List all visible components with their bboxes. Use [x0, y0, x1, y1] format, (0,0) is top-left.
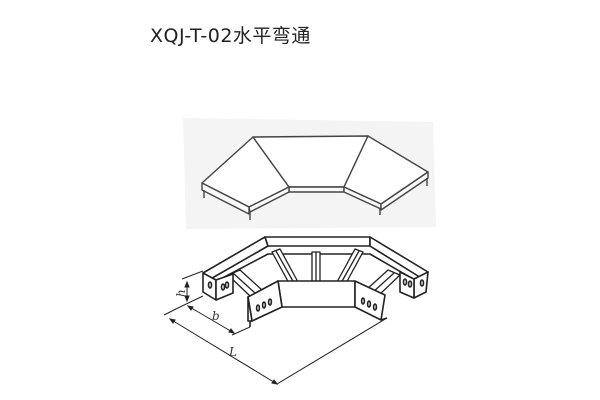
cover-figure: [183, 118, 436, 229]
dimension-L-label: L: [228, 345, 237, 359]
page-title: XQJ-T-02水平弯通: [150, 25, 311, 47]
dimension-labels: h b L: [174, 289, 237, 359]
tray-figure: [202, 236, 429, 327]
dimension-lines: [163, 270, 388, 385]
dimension-h-label: h: [174, 289, 188, 297]
dimension-b-label: b: [212, 309, 220, 323]
